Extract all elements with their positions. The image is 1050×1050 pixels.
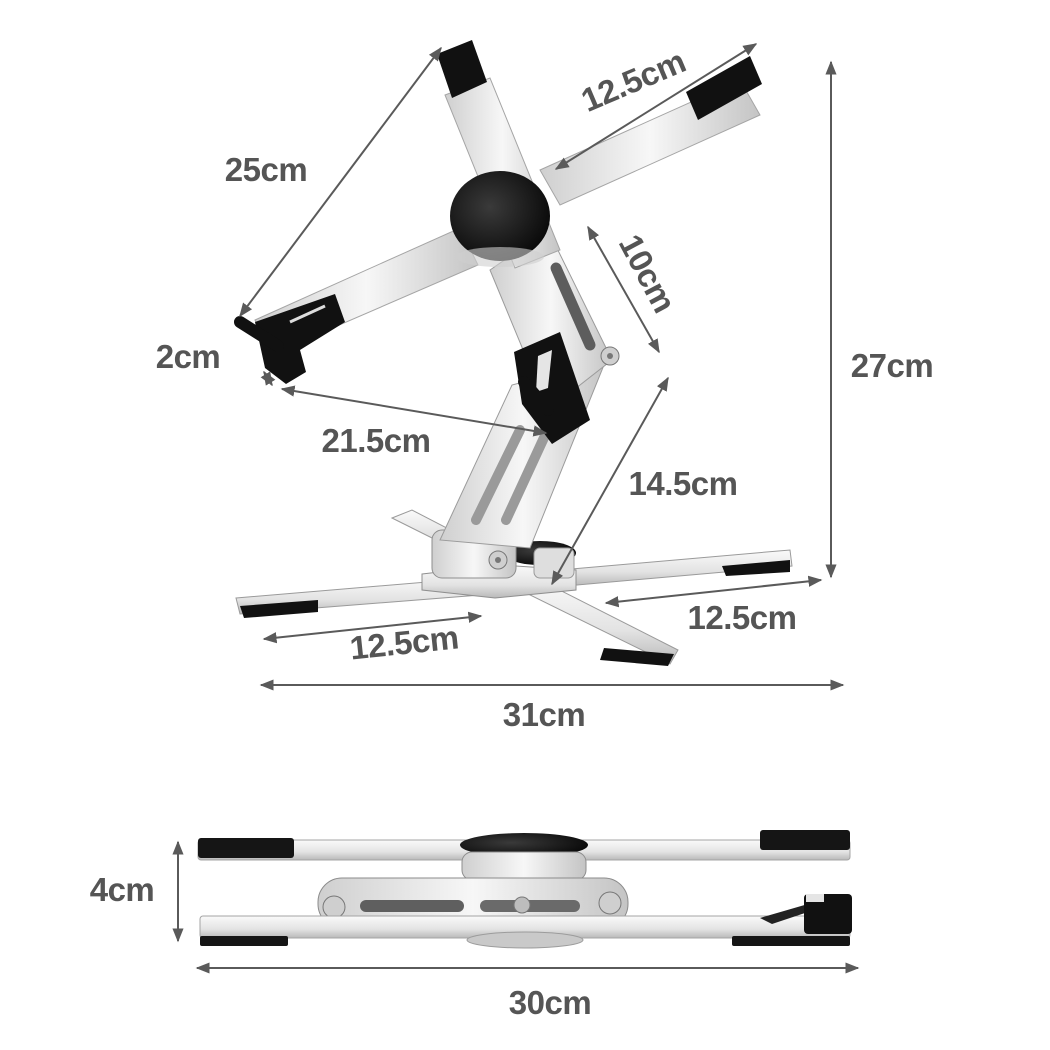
- dimension-arrows-folded: [172, 840, 860, 974]
- label-12-5cm-arm: 12.5cm: [576, 42, 691, 119]
- label-12-5cm-left-leg: 12.5cm: [348, 618, 460, 666]
- arrow-25cm: [239, 46, 442, 318]
- label-21-5cm: 21.5cm: [322, 422, 431, 459]
- arrow-2cm: [260, 370, 276, 387]
- arrow-12-5cm-arm: [554, 43, 758, 170]
- arrow-21-5cm: [280, 385, 548, 437]
- label-31cm: 31cm: [503, 696, 585, 733]
- folded-top-right-pad: [760, 830, 850, 850]
- arrow-10cm: [587, 225, 660, 354]
- label-27cm: 27cm: [851, 347, 933, 384]
- label-25cm: 25cm: [225, 151, 307, 188]
- arrow-14-5cm: [551, 376, 669, 586]
- dimension-labels-folded: 4cm 30cm: [90, 871, 592, 1021]
- folded-stand-illustration: [197, 830, 852, 949]
- label-30cm: 30cm: [509, 984, 591, 1021]
- label-4cm: 4cm: [90, 871, 155, 908]
- label-12-5cm-right-leg: 12.5cm: [688, 599, 797, 636]
- centre-disc: [450, 171, 550, 261]
- arrow-12-5cm-left-leg: [262, 611, 483, 644]
- top-pad: [437, 40, 487, 98]
- folded-hook: [760, 904, 808, 924]
- dimension-arrows-open: [239, 43, 845, 691]
- open-stand-illustration: [234, 40, 793, 666]
- label-14-5cm: 14.5cm: [629, 465, 738, 502]
- label-10cm: 10cm: [612, 228, 683, 318]
- folded-disc: [460, 833, 588, 857]
- arrow-12-5cm-right-leg: [604, 575, 823, 608]
- folded-top-left-pad: [198, 838, 294, 858]
- label-2cm: 2cm: [156, 338, 221, 375]
